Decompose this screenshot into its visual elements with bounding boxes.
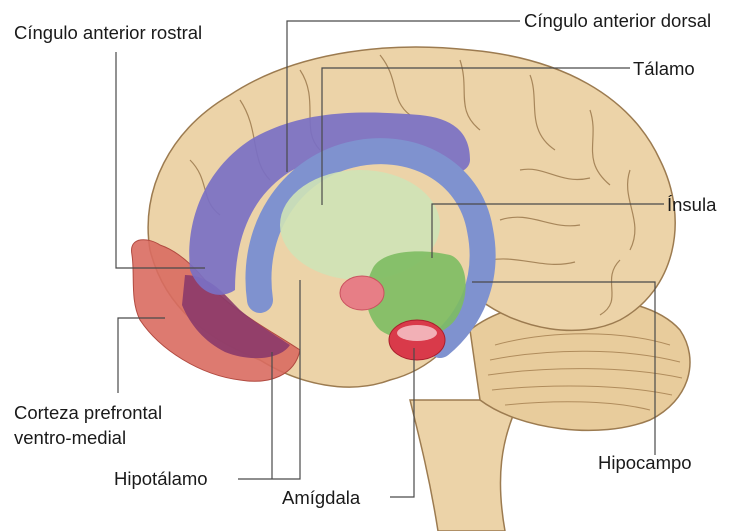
amygdala-highlight: [397, 325, 437, 341]
label-hipotalamo: Hipotálamo: [114, 468, 208, 490]
label-cingulo-dorsal: Cíngulo anterior dorsal: [524, 10, 711, 32]
hypothalamus-sphere: [340, 276, 384, 310]
label-amigdala: Amígdala: [282, 487, 360, 509]
label-insula: Ínsula: [667, 194, 716, 216]
label-corteza-line2: ventro-medial: [14, 427, 126, 449]
label-cingulo-rostral: Cíngulo anterior rostral: [14, 22, 202, 44]
label-corteza-line1: Corteza prefrontal: [14, 402, 162, 424]
label-hipocampo: Hipocampo: [598, 452, 692, 474]
brainstem: [410, 400, 520, 531]
label-talamo: Tálamo: [633, 58, 695, 80]
